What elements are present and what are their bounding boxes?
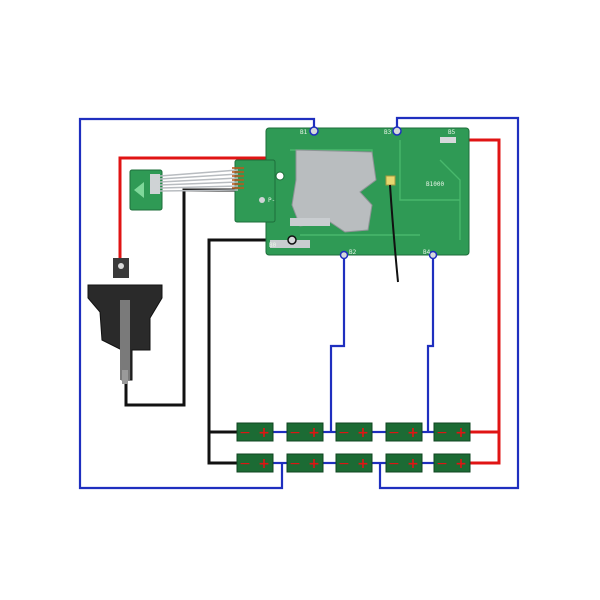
label-b3: B3 bbox=[384, 129, 392, 136]
wire-b1 bbox=[78, 117, 316, 490]
pcb-tab-left bbox=[234, 159, 276, 223]
connector-header bbox=[150, 174, 160, 194]
cell-plus-icon: + bbox=[308, 456, 320, 472]
cell-plus-icon: + bbox=[258, 456, 270, 472]
cell-plus-icon: + bbox=[308, 425, 320, 441]
pad-b5 bbox=[440, 137, 456, 143]
terminal-blade-tip bbox=[122, 370, 128, 384]
battery-cell: −+ bbox=[236, 422, 274, 442]
battery-cell: −+ bbox=[433, 453, 471, 473]
cell-minus-icon: − bbox=[239, 456, 251, 472]
cell-body bbox=[335, 422, 373, 442]
battery-cell: −+ bbox=[236, 453, 274, 473]
pad-b3 bbox=[392, 126, 402, 136]
label-b0: B0 bbox=[269, 242, 277, 249]
cell-minus-icon: − bbox=[239, 425, 251, 441]
pcb-traces bbox=[290, 140, 461, 240]
pcb-mount-hole bbox=[275, 171, 285, 181]
connector-arrow-icon bbox=[134, 182, 144, 198]
label-pminus: P- bbox=[268, 197, 275, 204]
battery-cell: −+ bbox=[335, 422, 373, 442]
pad-b1 bbox=[309, 126, 319, 136]
cell-plus-icon: + bbox=[357, 456, 369, 472]
cell-body bbox=[286, 422, 324, 442]
cell-minus-icon: − bbox=[338, 425, 350, 441]
battery-cell: −+ bbox=[335, 453, 373, 473]
battery-cell: −+ bbox=[385, 453, 423, 473]
ribbon-connector bbox=[232, 167, 244, 189]
cell-plus-icon: + bbox=[407, 425, 419, 441]
cell-minus-icon: − bbox=[436, 425, 448, 441]
cell-body bbox=[385, 453, 423, 473]
label-b5: B5 bbox=[448, 129, 456, 136]
battery-cell: −+ bbox=[286, 422, 324, 442]
cell-body bbox=[433, 422, 471, 442]
cell-minus-icon: − bbox=[436, 456, 448, 472]
cell-plus-icon: + bbox=[258, 425, 270, 441]
cell-plus-icon: + bbox=[407, 456, 419, 472]
pcb-copper-pad bbox=[291, 149, 377, 233]
wire-b0-negative bbox=[207, 238, 291, 465]
cell-plus-icon: + bbox=[455, 456, 467, 472]
label-b1: B1 bbox=[300, 129, 308, 136]
terminal-tab-hole bbox=[118, 263, 124, 269]
battery-cell: −+ bbox=[286, 453, 324, 473]
terminal-blade bbox=[120, 300, 130, 380]
cell-body bbox=[385, 422, 423, 442]
wire-b4 bbox=[426, 255, 435, 432]
connector-board bbox=[129, 167, 244, 211]
cell-minus-icon: − bbox=[388, 425, 400, 441]
label-b2: B2 bbox=[349, 249, 357, 256]
cell-body bbox=[286, 453, 324, 473]
balance-wires bbox=[78, 116, 520, 490]
cell-minus-icon: − bbox=[388, 456, 400, 472]
battery-cell: −+ bbox=[385, 422, 423, 442]
cell-body bbox=[236, 422, 274, 442]
label-board-code: B1000 bbox=[426, 181, 444, 188]
pcb-via bbox=[259, 197, 265, 203]
cell-plus-icon: + bbox=[357, 425, 369, 441]
pad-b2 bbox=[339, 250, 349, 260]
battery-cells: −+−+−+−+−+−+−+−+−+−+ bbox=[236, 422, 471, 473]
protection-board: B1 B3 B5 B0 B2 B4 P- B1000 bbox=[234, 126, 470, 283]
cell-body bbox=[236, 453, 274, 473]
cell-plus-icon: + bbox=[455, 425, 467, 441]
battery-cell: −+ bbox=[433, 422, 471, 442]
pcb-silver-strip bbox=[290, 218, 330, 226]
cell-minus-icon: − bbox=[289, 456, 301, 472]
pad-b4 bbox=[428, 250, 438, 260]
thermistor-lead bbox=[389, 184, 399, 283]
ribbon-cable bbox=[159, 169, 239, 192]
battery-terminal bbox=[87, 258, 163, 384]
cell-minus-icon: − bbox=[338, 456, 350, 472]
wire-b2 bbox=[329, 255, 346, 432]
cell-minus-icon: − bbox=[289, 425, 301, 441]
cell-body bbox=[433, 453, 471, 473]
thermistor bbox=[385, 175, 396, 186]
wire-b3 bbox=[378, 116, 520, 490]
wire-b5-positive bbox=[455, 138, 501, 465]
pad-b0 bbox=[287, 235, 297, 245]
cell-body bbox=[335, 453, 373, 473]
label-b4: B4 bbox=[423, 249, 431, 256]
